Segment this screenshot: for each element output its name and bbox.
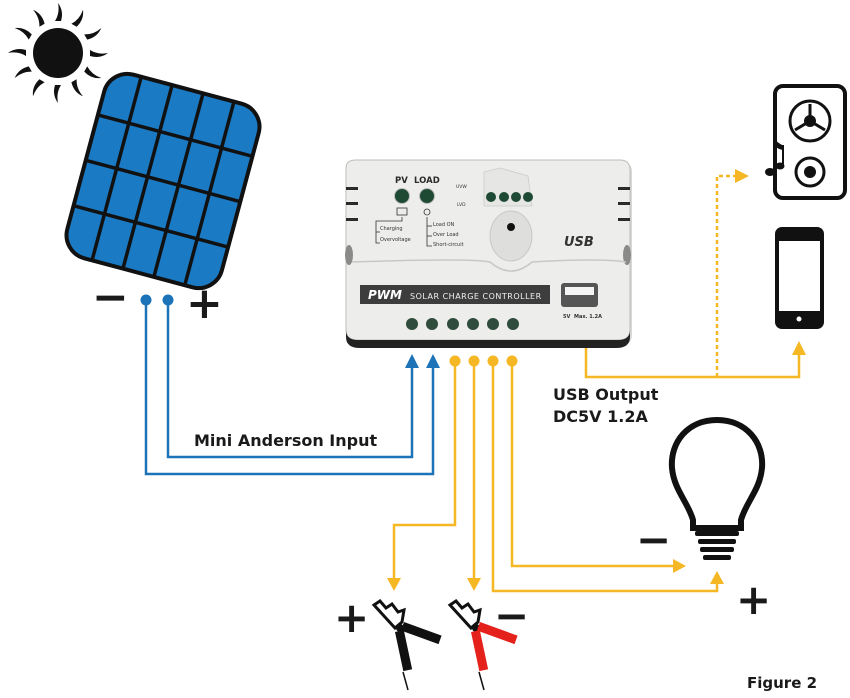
usb-logo: USB xyxy=(564,235,594,250)
load-led xyxy=(419,188,435,204)
uvw-label: UVW xyxy=(456,184,467,190)
output-wires xyxy=(392,174,801,593)
lvd-label: LVD xyxy=(457,202,466,208)
speaker-icon xyxy=(773,84,847,200)
load-arrow-negative xyxy=(673,559,686,573)
sun-ray xyxy=(8,49,26,56)
sun-ray xyxy=(90,50,108,57)
sun-ray xyxy=(14,27,32,40)
music-note-icon xyxy=(765,140,785,176)
battery-minus-sign: − xyxy=(494,591,529,640)
usb-wire-phone xyxy=(584,340,801,379)
panel-terminal-negative xyxy=(140,294,152,306)
input-wire-negative xyxy=(144,300,435,476)
status-short-circuit: Short-circuit xyxy=(433,242,464,248)
setting-leds xyxy=(486,192,533,202)
pv-led xyxy=(394,188,410,204)
speaker-arrow xyxy=(735,169,749,183)
sun-ray xyxy=(71,9,84,27)
input-label: Mini Anderson Input xyxy=(194,431,377,450)
sun-ray xyxy=(84,28,102,40)
sun-ray xyxy=(71,79,83,97)
sun-icon xyxy=(8,3,108,103)
panel-glyph-icon xyxy=(396,207,408,216)
usb-spec-current: Max. 1.2A xyxy=(574,314,602,320)
setting-button[interactable] xyxy=(507,223,515,231)
solar-panel-icon xyxy=(64,71,262,291)
smartphone-icon xyxy=(775,227,824,329)
status-charging: Charging xyxy=(380,226,403,232)
sun-ray xyxy=(84,66,102,79)
panel-plus-sign: + xyxy=(186,278,223,329)
bulb-glyph-icon xyxy=(423,208,431,216)
load-wire-negative xyxy=(510,362,675,568)
status-load-on: Load ON xyxy=(433,222,455,228)
sun-ray xyxy=(55,3,62,21)
input-arrow-positive xyxy=(405,354,419,368)
sun-ray xyxy=(54,85,61,103)
input-arrow-negative xyxy=(426,354,440,368)
panel-terminal-positive xyxy=(162,294,174,306)
load-plus-sign: + xyxy=(736,575,771,624)
load-minus-sign: − xyxy=(636,515,671,564)
sun-ray xyxy=(33,9,45,27)
battery-arrow-negative xyxy=(467,578,481,591)
band-pwm: PWM xyxy=(368,288,402,302)
figure-caption: Figure 2 xyxy=(747,674,817,692)
battery-clip-negative xyxy=(447,599,518,691)
solar-charge-controller: PV LOAD Charging Overvoltage Load ON Ove… xyxy=(345,159,632,348)
battery-arrow-positive xyxy=(387,578,401,591)
controller-band xyxy=(360,285,550,304)
load-wire-positive xyxy=(491,362,719,593)
light-bulb-icon xyxy=(668,416,766,560)
input-wires xyxy=(144,300,435,476)
panel-minus-sign: − xyxy=(92,272,129,323)
usb-spec-voltage: 5V xyxy=(563,314,570,320)
battery-clip-positive xyxy=(371,599,442,691)
usb-output-label: USB Output xyxy=(553,385,659,404)
band-title: SOLAR CHARGE CONTROLLER xyxy=(410,292,542,301)
screw-terminals xyxy=(406,318,519,330)
sun-ray xyxy=(32,79,45,97)
input-wire-positive xyxy=(166,300,414,459)
usb-wire-speaker xyxy=(715,174,735,377)
usb-output-spec: DC5V 1.2A xyxy=(553,407,648,426)
load-arrow-positive xyxy=(710,571,724,584)
battery-wire-positive xyxy=(392,362,457,580)
phone-arrow xyxy=(792,341,806,355)
battery-plus-sign: + xyxy=(334,593,369,642)
status-overvoltage: Overvoltage xyxy=(380,237,411,243)
sun-ray xyxy=(14,66,32,78)
indicator-pv-label: PV xyxy=(395,176,408,186)
indicator-load-label: LOAD xyxy=(414,176,440,186)
status-over-load: Over Load xyxy=(433,232,459,238)
